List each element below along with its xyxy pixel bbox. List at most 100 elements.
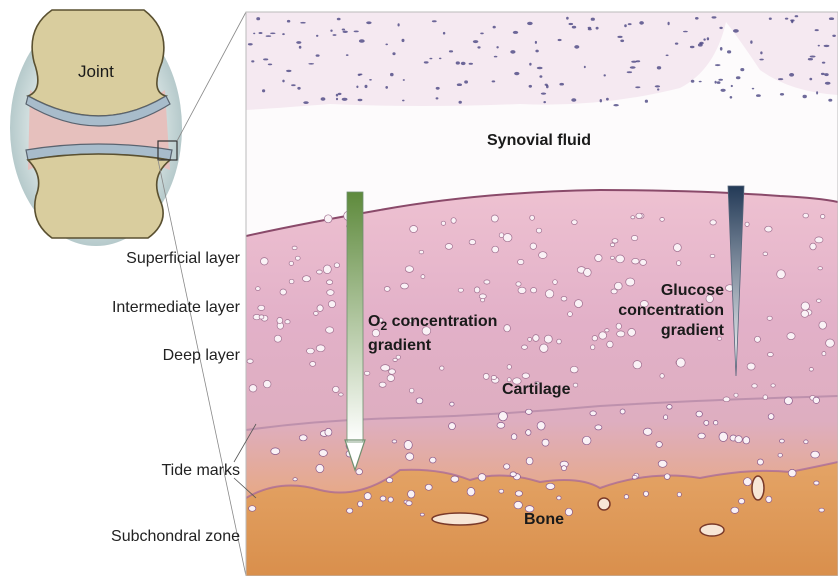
chondrocyte (757, 459, 763, 465)
chondrocyte (545, 290, 553, 298)
chondrocyte (334, 263, 339, 268)
synovium-nucleus (808, 58, 813, 60)
synovium-nucleus (733, 29, 739, 33)
chondrocyte (607, 341, 613, 348)
chondrocyte (745, 222, 749, 226)
chondrocyte (249, 506, 256, 512)
synovium-nucleus (750, 40, 752, 43)
chondrocyte (451, 218, 456, 224)
synovium-nucleus (816, 91, 818, 94)
synovium-nucleus (617, 36, 622, 38)
chondrocyte (664, 474, 670, 480)
synovium-nucleus (392, 52, 395, 55)
chondrocyte (809, 368, 813, 372)
chondrocyte (667, 405, 672, 410)
synovium-nucleus (558, 39, 562, 41)
chondrocyte (553, 280, 558, 285)
synovium-nucleus (613, 104, 618, 106)
lower-bone (28, 154, 170, 238)
synovium-nucleus (469, 63, 473, 65)
synovium-nucleus (385, 86, 388, 89)
chondrocyte (565, 508, 572, 515)
chondrocyte (339, 393, 344, 396)
chondrocyte (483, 373, 489, 379)
chondrocyte (425, 484, 432, 490)
chondrocyte (406, 501, 412, 506)
synovium-nucleus (541, 93, 546, 95)
synovium-nucleus (712, 16, 717, 18)
synovium-nucleus (248, 43, 253, 45)
synovium-nucleus (537, 67, 543, 70)
chondrocyte (801, 310, 809, 317)
synovium-nucleus (456, 61, 460, 64)
chondrocyte (744, 478, 752, 486)
chondrocyte (723, 397, 730, 402)
chondrocyte (557, 339, 562, 344)
synovium-nucleus (624, 24, 627, 27)
synovium-nucleus (358, 99, 363, 101)
chondrocyte (491, 376, 496, 380)
synovium-nucleus (636, 60, 640, 62)
synovium-nucleus (263, 58, 268, 60)
chondrocyte (674, 244, 682, 252)
synovium-nucleus (760, 51, 762, 54)
chondrocyte (479, 294, 486, 299)
chondrocyte (590, 411, 596, 416)
synovium-nucleus (606, 98, 609, 101)
zoom-line-bottom (158, 160, 246, 576)
chondrocyte (631, 235, 637, 240)
chondrocyte (319, 450, 327, 457)
synovium-nucleus (719, 27, 722, 29)
chondrocyte (660, 218, 665, 222)
synovium-nucleus (715, 64, 721, 66)
chondrocyte (765, 226, 772, 232)
chondrocyte (292, 246, 297, 250)
chondrocyte (771, 384, 775, 387)
synovium-nucleus (721, 89, 726, 92)
chondrocyte (387, 375, 394, 382)
chondrocyte (546, 483, 555, 489)
chondrocyte (419, 250, 424, 254)
chondrocyte (328, 301, 335, 308)
chondrocyte (261, 258, 269, 265)
synovium-nucleus (639, 21, 644, 25)
synovium-nucleus (715, 81, 717, 84)
chondrocyte (768, 352, 774, 356)
chondrocyte (324, 215, 332, 223)
chondrocyte (522, 345, 528, 349)
synovium-nucleus (291, 84, 296, 86)
synovium-nucleus (695, 17, 699, 20)
oxygen-gradient-arrow (345, 192, 365, 470)
chondrocyte (610, 243, 614, 247)
chondrocyte (499, 412, 508, 421)
synovium-nucleus (493, 26, 496, 29)
glucose-line3: gradient (661, 322, 724, 339)
chondrocyte (314, 311, 319, 315)
synovium-nucleus (459, 101, 462, 104)
chondrocyte (277, 317, 283, 323)
synovium-nucleus (691, 80, 695, 83)
chondrocyte (384, 287, 390, 292)
synovium-nucleus (666, 55, 669, 57)
chondrocyte (507, 365, 511, 370)
synovium-nucleus (809, 78, 812, 81)
synovium-nucleus (253, 33, 255, 35)
synovium-nucleus (832, 35, 836, 37)
chondrocyte (356, 469, 363, 475)
zoom-line-top (177, 12, 246, 141)
oxygen-gradient-label: O2 concentration gradient (368, 312, 497, 356)
synovium-nucleus (424, 61, 429, 63)
synovium-nucleus (591, 18, 595, 21)
synovium-nucleus (365, 85, 368, 88)
chondrocyte (514, 501, 522, 508)
chondrocyte (537, 422, 545, 430)
synovium-nucleus (282, 80, 284, 83)
chondrocyte (492, 246, 499, 253)
synovium-nucleus (821, 73, 825, 75)
synovium-nucleus (574, 45, 579, 49)
chondrocyte (719, 432, 728, 441)
chondrocyte (710, 254, 715, 257)
chondrocyte (530, 243, 536, 249)
chondrocyte (440, 366, 444, 370)
chondrocyte (819, 508, 824, 512)
